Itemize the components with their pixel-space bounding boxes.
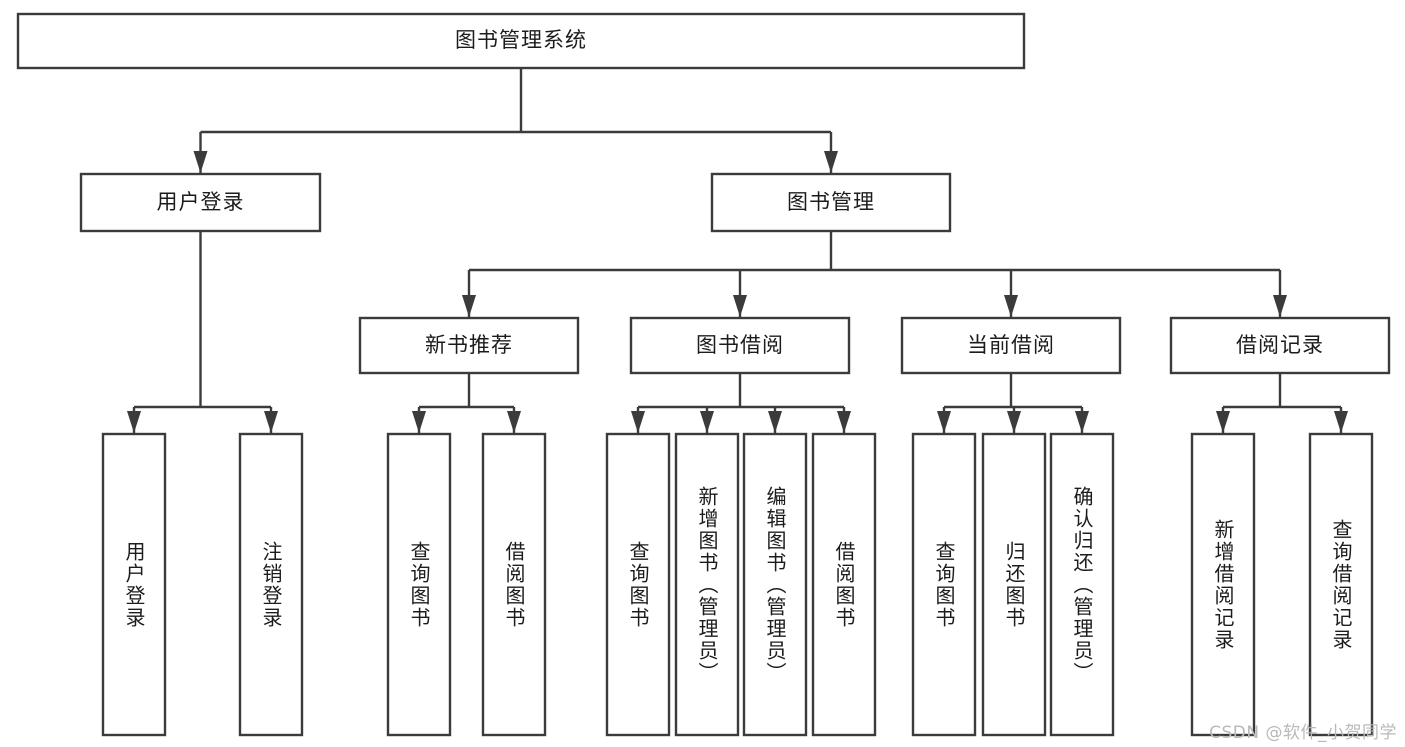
arrow-head-book-2 <box>1004 295 1018 317</box>
arrow-head-borrow-3 <box>837 411 851 433</box>
connector-lines <box>127 68 1348 433</box>
leaf-node-box-5[interactable] <box>674 432 740 737</box>
arrow-head-book-0 <box>462 295 476 317</box>
leaf-node-box-1[interactable] <box>238 432 304 737</box>
node-boxes <box>16 12 1391 737</box>
leaf-node-box-10[interactable] <box>1049 432 1115 737</box>
arrow-head-borrow-2 <box>768 411 782 433</box>
leaf-node-box-7[interactable] <box>811 432 877 737</box>
level2-node-box-1[interactable] <box>710 172 952 233</box>
leaf-node-box-12[interactable] <box>1308 432 1374 737</box>
arrow-head-borrow-1 <box>700 411 714 433</box>
leaf-node-box-3[interactable] <box>481 432 547 737</box>
leaf-node-box-2[interactable] <box>386 432 452 737</box>
arrow-head-rec-1 <box>507 411 521 433</box>
level2-node-box-0[interactable] <box>79 172 322 233</box>
leaf-node-box-9[interactable] <box>981 432 1047 737</box>
leaf-node-box-4[interactable] <box>605 432 671 737</box>
arrow-head-user-1 <box>264 411 278 433</box>
arrow-head-rec-0 <box>412 411 426 433</box>
level3-node-box-0[interactable] <box>358 316 580 375</box>
level3-node-box-3[interactable] <box>1169 316 1391 375</box>
leaf-node-box-8[interactable] <box>911 432 977 737</box>
leaf-node-box-0[interactable] <box>101 432 167 737</box>
arrow-head-root-1 <box>824 151 838 173</box>
root-node-box-0[interactable] <box>16 12 1026 70</box>
arrow-head-user-0 <box>127 411 141 433</box>
arrow-head-current-2 <box>1075 411 1089 433</box>
arrow-head-current-1 <box>1007 411 1021 433</box>
arrow-head-root-0 <box>193 151 208 173</box>
arrow-head-current-0 <box>937 411 951 433</box>
arrow-head-history-0 <box>1216 411 1230 433</box>
leaf-node-box-11[interactable] <box>1190 432 1256 737</box>
arrow-head-borrow-0 <box>631 411 645 433</box>
level3-node-box-1[interactable] <box>629 316 851 375</box>
level3-node-box-2[interactable] <box>900 316 1122 375</box>
leaf-node-box-6[interactable] <box>742 432 808 737</box>
arrow-head-history-1 <box>1334 411 1348 433</box>
arrow-head-book-1 <box>733 295 747 317</box>
arrow-head-book-3 <box>1273 295 1287 317</box>
